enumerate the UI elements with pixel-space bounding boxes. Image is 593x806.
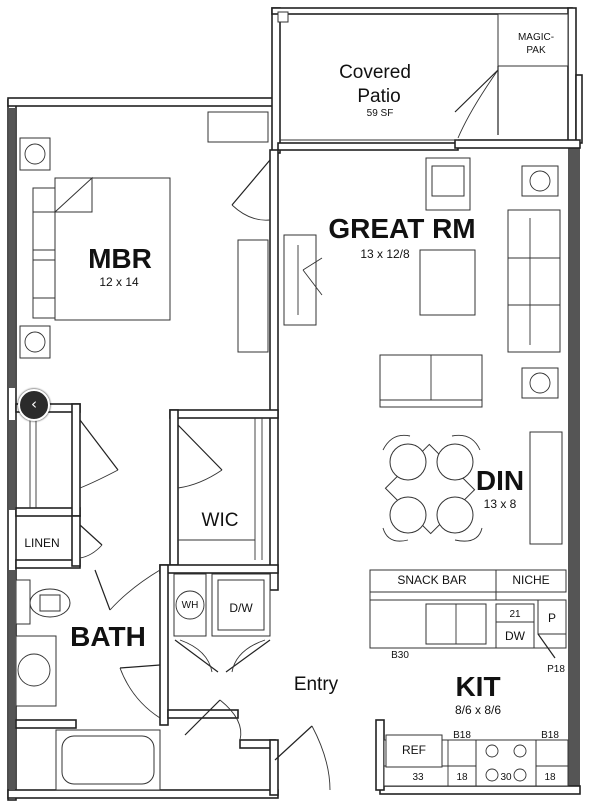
pantry-label: P <box>548 611 556 625</box>
great-room-label: GREAT RM <box>328 213 475 244</box>
b18-left-label: B18 <box>453 730 471 741</box>
b30-label: B30 <box>391 650 409 661</box>
din-size: 13 x 8 <box>484 497 517 511</box>
great-room <box>283 157 561 408</box>
utility-closet <box>173 573 271 673</box>
p18-label: P18 <box>547 664 565 675</box>
previous-arrow-button[interactable]: ‹ <box>18 389 50 421</box>
patio-label-line1: Covered <box>339 62 411 83</box>
chevron-left-icon: ‹ <box>31 395 37 413</box>
mbr-size: 12 x 14 <box>99 275 139 289</box>
b18-right-label: B18 <box>541 730 559 741</box>
wh-label: WH <box>182 600 199 611</box>
base-18-right-label: 18 <box>544 772 556 783</box>
entry-label: Entry <box>294 674 339 695</box>
base-33-label: 33 <box>412 772 424 783</box>
bath-label: BATH <box>70 621 146 652</box>
kit-size: 8/6 x 8/6 <box>455 703 501 717</box>
ref-label: REF <box>402 743 426 757</box>
closets <box>29 412 263 560</box>
exterior-walls <box>7 7 583 801</box>
cabinet-21-label: 21 <box>509 609 521 620</box>
dw-closet-label: D/W <box>229 601 253 615</box>
magic-pak-label-line2: PAK <box>526 45 546 56</box>
wic-label: WIC <box>202 510 239 531</box>
bathroom <box>15 569 331 791</box>
linen-label: LINEN <box>24 536 59 550</box>
mbr-label: MBR <box>88 243 152 274</box>
master-bedroom <box>19 111 271 359</box>
base-30-label: 30 <box>500 772 512 783</box>
niche-label: NICHE <box>512 573 549 587</box>
patio-size: 59 SF <box>367 108 394 119</box>
snack-bar-label: SNACK BAR <box>397 573 467 587</box>
covered-patio <box>277 11 569 141</box>
kit-label: KIT <box>455 671 500 702</box>
patio-label-line2: Patio <box>357 86 400 107</box>
kitchen <box>369 569 569 787</box>
dw-kitchen-label: DW <box>505 629 526 643</box>
dining-area <box>382 431 563 545</box>
great-room-size: 13 x 12/8 <box>360 247 410 261</box>
magic-pak-label-line1: MAGIC- <box>518 32 554 43</box>
wall-hatching <box>9 108 15 790</box>
din-label: DIN <box>476 465 524 496</box>
base-18-left-label: 18 <box>456 772 468 783</box>
